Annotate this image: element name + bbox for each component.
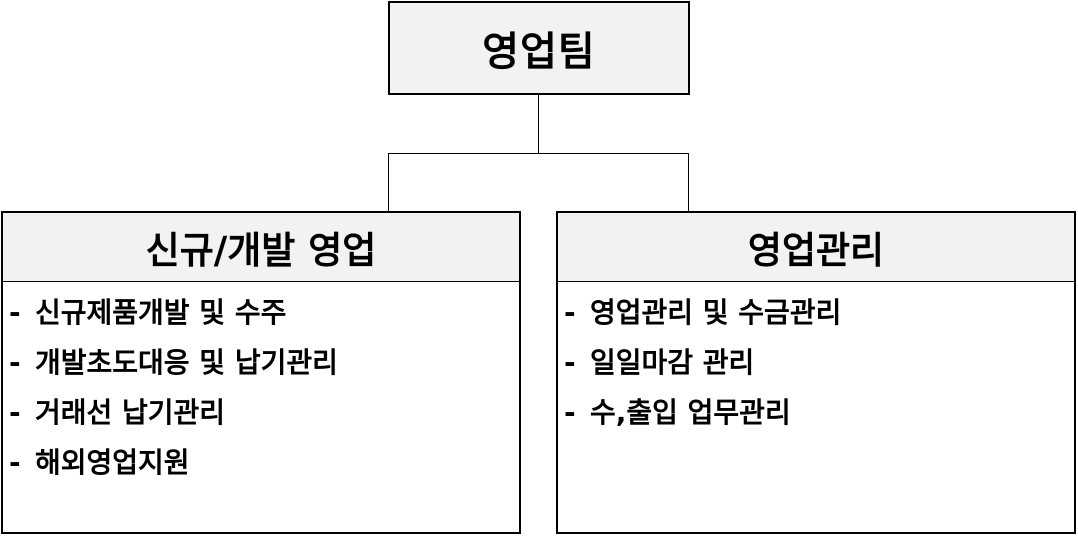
node-new-development-sales: 신규/개발 영업 -신규제품개발 및 수주 -개발초도대응 및 납기관리 -거래…: [1, 211, 521, 534]
duty-list: -영업관리 및 수금관리 -일일마감 관리 -수,출입 업무관리: [558, 282, 1074, 438]
node-header: 영업관리: [558, 213, 1074, 282]
list-item: -일일마감 관리: [564, 338, 1074, 388]
list-item: -수,출입 업무관리: [564, 388, 1074, 438]
root-node-title: 영업팀: [482, 29, 596, 75]
list-item: -거래선 납기관리: [9, 388, 519, 438]
bullet-dash: -: [9, 346, 21, 379]
list-item: -개발초도대응 및 납기관리: [9, 338, 519, 388]
node-header: 신규/개발 영업: [3, 213, 519, 282]
bullet-dash: -: [564, 396, 576, 429]
bullet-dash: -: [564, 346, 576, 379]
connector-horizontal: [388, 153, 689, 154]
bullet-dash: -: [9, 396, 21, 429]
node-sales-management: 영업관리 -영업관리 및 수금관리 -일일마감 관리 -수,출입 업무관리: [556, 211, 1076, 534]
node-title: 영업관리: [747, 229, 885, 272]
connector-left-down: [388, 153, 389, 212]
connector-right-down: [688, 153, 689, 212]
list-item: -해외영업지원: [9, 438, 519, 488]
duty-list: -신규제품개발 및 수주 -개발초도대응 및 납기관리 -거래선 납기관리 -해…: [3, 282, 519, 488]
root-node-sales-team: 영업팀: [388, 1, 690, 95]
bullet-dash: -: [564, 296, 576, 329]
bullet-dash: -: [9, 296, 21, 329]
connector-root-down: [538, 94, 539, 154]
node-title: 신규/개발 영업: [145, 229, 377, 272]
bullet-dash: -: [9, 446, 21, 479]
list-item: -영업관리 및 수금관리: [564, 288, 1074, 338]
list-item: -신규제품개발 및 수주: [9, 288, 519, 338]
